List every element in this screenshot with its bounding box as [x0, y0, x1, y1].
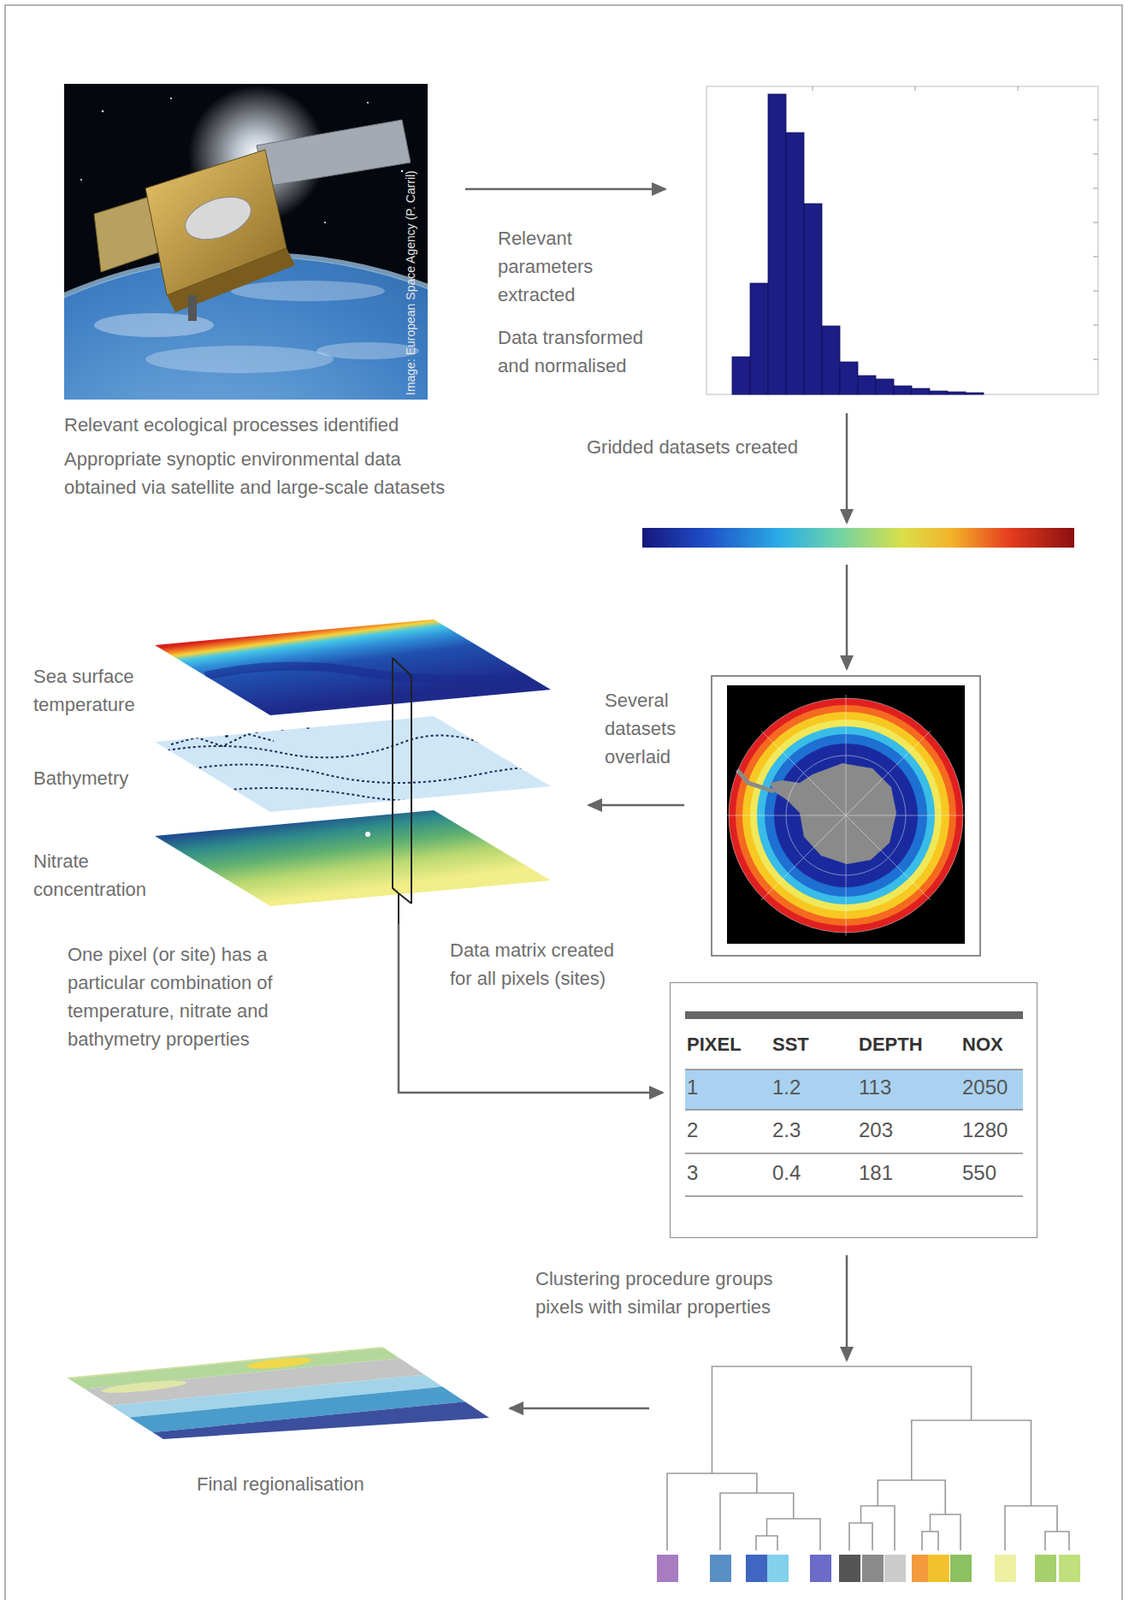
satellite-image: Relevant ecological processes identified… — [64, 83, 428, 400]
table-cell: 1 — [686, 1074, 698, 1100]
caption-text: Appropriate synoptic environmental data … — [64, 444, 471, 502]
caption-text: Nitrate concentration — [33, 846, 179, 904]
table-cell: 181 — [858, 1159, 893, 1186]
layer-stack: Sea surface temperatureBathymetryNitrate… — [128, 598, 586, 924]
flow-arrow — [845, 564, 849, 669]
flow-arrow — [465, 188, 666, 191]
table-cell: 0.4 — [772, 1159, 801, 1186]
table-cell: 2.3 — [772, 1117, 801, 1143]
table-header: NOX — [962, 1031, 1004, 1058]
flow-arrow — [588, 803, 685, 807]
caption-text: Several datasets overlaid — [604, 685, 708, 771]
colour-scale-bar: Gridded datasets created — [642, 527, 1075, 548]
flow-arrow — [845, 1254, 849, 1360]
caption-text: Data transformed and normalised — [497, 323, 665, 380]
dendrogram-lines — [656, 1365, 1081, 1582]
data-table: Data matrix created for all pixels (site… — [669, 981, 1038, 1238]
table-header: DEPTH — [858, 1031, 923, 1058]
regionalisation-map: Final regionalisation — [66, 1346, 490, 1439]
flow-arrow — [398, 923, 663, 1093]
polar-map: Several datasets overlaid — [711, 675, 981, 956]
table-cell: 550 — [962, 1159, 997, 1186]
caption-text: Relevant ecological processes identified — [64, 410, 471, 439]
table-cell: 203 — [858, 1117, 893, 1143]
table-cell: 1280 — [962, 1117, 1008, 1143]
caption-text: Relevant parameters extracted — [497, 224, 665, 309]
caption-text: Clustering procedure groups pixels with … — [535, 1264, 797, 1321]
caption-text: Sea surface temperature — [33, 662, 179, 719]
caption-text: Final regionalisation — [196, 1469, 437, 1498]
table-header: PIXEL — [686, 1031, 742, 1058]
table-cell: 1.2 — [772, 1074, 801, 1100]
dendrogram: Clustering procedure groups pixels with … — [661, 1365, 1082, 1588]
caption-text: Data matrix created for all pixels (site… — [449, 935, 634, 993]
flow-arrow — [509, 1406, 650, 1410]
flow-arrow — [845, 413, 849, 523]
caption-text: Gridded datasets created — [586, 432, 844, 462]
histogram-panel: Relevant parameters extractedData transf… — [706, 86, 1099, 395]
caption-text: Bathymetry — [33, 763, 205, 793]
table-header: SST — [772, 1031, 810, 1058]
table-cell: 2 — [686, 1117, 698, 1143]
image-credit: Image: European Space Agency (P. Carril) — [403, 170, 418, 396]
caption-text: One pixel (or site) has a particular com… — [67, 939, 316, 1053]
table-cell: 2050 — [962, 1074, 1008, 1100]
table-cell: 113 — [858, 1074, 892, 1100]
table-cell: 3 — [686, 1159, 698, 1186]
